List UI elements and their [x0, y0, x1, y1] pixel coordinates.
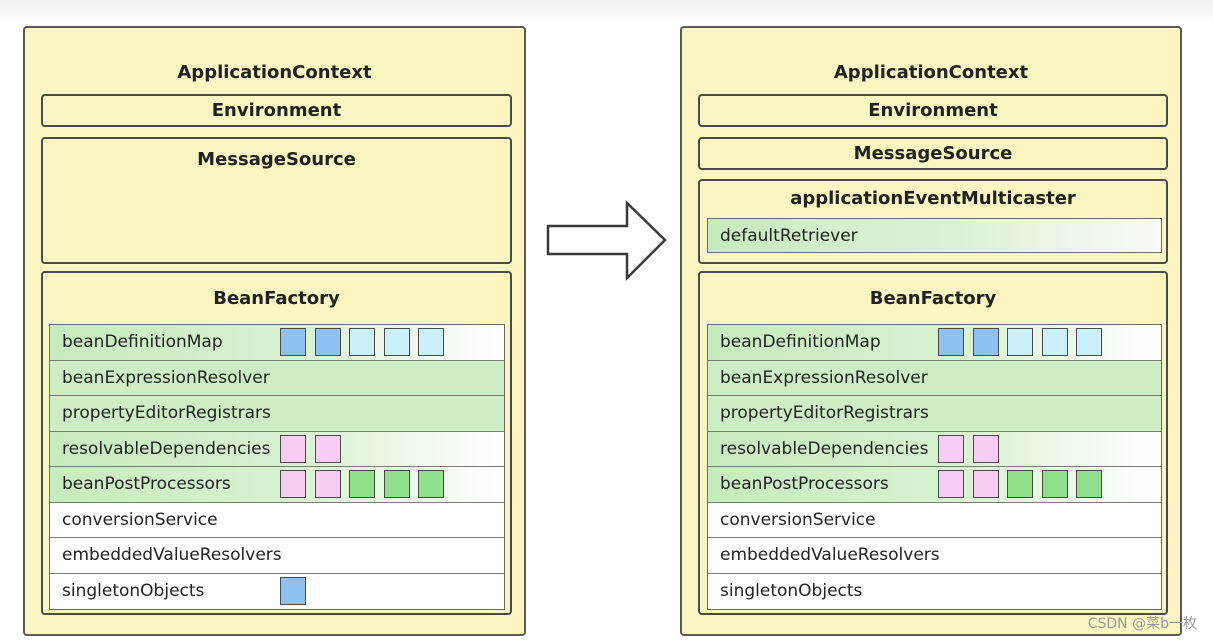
watermark: CSDN @菜b一枚	[1087, 616, 1197, 632]
green-entry-square	[349, 470, 375, 498]
bean-factory-table: beanDefinitionMap beanExpressionResolver p…	[707, 324, 1162, 610]
event-multicaster-title: applicationEventMulticaster	[790, 188, 1076, 209]
lightblue-entry-square	[383, 328, 410, 356]
lightblue-entry-square	[349, 328, 375, 356]
bean-factory-row: singletonObjects	[50, 573, 504, 609]
row-label: propertyEditorRegistrars	[62, 403, 271, 424]
message-source-box: MessageSource	[698, 137, 1168, 170]
pink-entry-square	[314, 470, 341, 498]
bean-factory-row: beanPostProcessors	[50, 467, 504, 503]
lightblue-entry-square	[418, 328, 444, 356]
bean-factory-row: propertyEditorRegistrars	[708, 396, 1161, 432]
entry-squares	[938, 328, 1111, 356]
application-context-title: ApplicationContext	[177, 62, 372, 83]
row-label: beanExpressionResolver	[62, 367, 270, 388]
application-context-title: ApplicationContext	[833, 62, 1029, 83]
bean-factory-title: BeanFactory	[213, 288, 340, 309]
pink-entry-square	[280, 434, 306, 463]
entry-squares	[280, 576, 315, 605]
bean-factory-table: beanDefinitionMap beanExpressionResolver p…	[49, 324, 505, 610]
row-label: resolvableDependencies	[62, 438, 271, 459]
bean-factory-row: embeddedValueResolvers	[708, 538, 1161, 574]
entry-squares	[280, 434, 349, 463]
event-multicaster-box: applicationEventMulticaster defaultRetri…	[698, 179, 1168, 264]
bean-factory-row: beanExpressionResolver	[50, 360, 504, 396]
default-retriever-row: defaultRetriever	[707, 218, 1162, 253]
bean-factory-row: resolvableDependencies	[708, 431, 1161, 467]
bean-factory-title: BeanFactory	[869, 288, 997, 309]
blue-entry-square	[314, 328, 341, 356]
row-label: beanPostProcessors	[62, 474, 231, 495]
pink-entry-square	[938, 434, 964, 463]
message-source-title: MessageSource	[197, 149, 356, 170]
entry-squares	[280, 470, 453, 498]
entry-squares	[280, 328, 453, 356]
environment-box: Environment	[698, 94, 1168, 127]
blue-entry-square	[280, 576, 306, 605]
bean-factory-row: resolvableDependencies	[50, 431, 504, 467]
entry-squares	[938, 470, 1111, 498]
bean-factory-row: propertyEditorRegistrars	[50, 396, 504, 432]
row-label: beanDefinitionMap	[62, 332, 223, 353]
bean-factory-row: conversionService	[708, 502, 1161, 538]
blue-entry-square	[280, 328, 306, 356]
row-label: propertyEditorRegistrars	[720, 403, 929, 424]
pink-entry-square	[972, 470, 999, 498]
message-source-box: MessageSource	[41, 137, 512, 264]
pink-entry-square	[972, 434, 999, 463]
bean-factory-row: singletonObjects	[708, 573, 1161, 609]
lightblue-entry-square	[1041, 328, 1068, 356]
green-entry-square	[418, 470, 444, 498]
bean-factory-row: beanDefinitionMap	[50, 325, 504, 361]
lightblue-entry-square	[1076, 328, 1102, 356]
entry-squares	[938, 434, 1007, 463]
transition-arrow-icon	[546, 200, 667, 282]
blue-entry-square	[938, 328, 964, 356]
blue-entry-square	[972, 328, 999, 356]
environment-box: Environment	[41, 94, 512, 127]
green-entry-square	[1041, 470, 1068, 498]
default-retriever-label: defaultRetriever	[720, 226, 858, 246]
row-label: beanPostProcessors	[720, 474, 889, 495]
row-label: beanDefinitionMap	[720, 332, 881, 353]
pink-entry-square	[314, 434, 341, 463]
bean-factory-box: BeanFactory beanDefinitionMap beanExpress…	[41, 271, 512, 615]
environment-title: Environment	[868, 100, 998, 121]
green-entry-square	[383, 470, 410, 498]
right-application-context: ApplicationContext Environment MessageSo…	[680, 26, 1182, 636]
row-label: beanExpressionResolver	[720, 367, 928, 388]
left-application-context: ApplicationContext Environment MessageSo…	[23, 26, 526, 636]
environment-title: Environment	[211, 100, 342, 121]
green-entry-square	[1076, 470, 1102, 498]
lightblue-entry-square	[1007, 328, 1033, 356]
bean-factory-row: embeddedValueResolvers	[50, 538, 504, 574]
row-label: conversionService	[720, 509, 876, 530]
pink-entry-square	[280, 470, 306, 498]
green-entry-square	[1007, 470, 1033, 498]
row-label: conversionService	[62, 509, 218, 530]
bean-factory-row: beanExpressionResolver	[708, 360, 1161, 396]
bean-factory-row: beanPostProcessors	[708, 467, 1161, 503]
message-source-title: MessageSource	[853, 143, 1013, 164]
row-label: singletonObjects	[720, 581, 863, 602]
row-label: resolvableDependencies	[720, 438, 929, 459]
row-label: embeddedValueResolvers	[62, 545, 282, 566]
row-label: singletonObjects	[62, 581, 205, 602]
bean-factory-row: beanDefinitionMap	[708, 325, 1161, 361]
pink-entry-square	[938, 470, 964, 498]
row-label: embeddedValueResolvers	[720, 545, 940, 566]
bean-factory-row: conversionService	[50, 502, 504, 538]
bean-factory-box: BeanFactory beanDefinitionMap beanExpress…	[698, 271, 1168, 615]
